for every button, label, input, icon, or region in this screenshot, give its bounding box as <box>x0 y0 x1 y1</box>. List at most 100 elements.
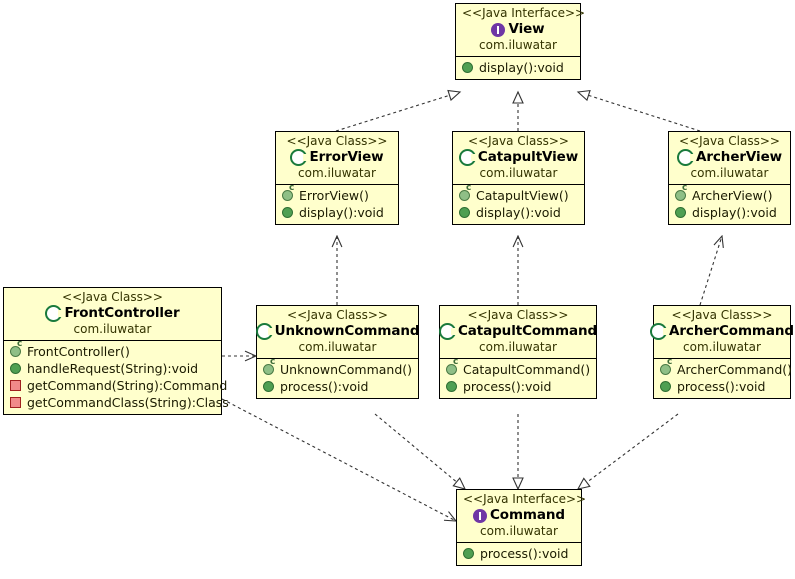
node-catapultcommand-package: com.iluwatar <box>479 340 557 354</box>
node-command[interactable]: <<Java Interface>> Command com.iluwatar … <box>456 489 587 566</box>
node-unknowncommand-members: UnknownCommand() process():void <box>257 358 418 398</box>
public-method-icon <box>446 381 457 392</box>
member-row[interactable]: ErrorView() <box>280 184 394 204</box>
member-row[interactable]: getCommand(String):Command <box>8 377 227 394</box>
node-archercommand-name-row: ArcherCommand <box>650 323 794 340</box>
node-frontcontroller-header: <<Java Class>> FrontController com.iluwa… <box>4 288 221 340</box>
member-label: handleRequest(String):void <box>27 361 199 376</box>
node-unknowncommand-name-row: UnknownCommand <box>255 323 420 340</box>
member-row[interactable]: getCommandClass(String):Class <box>8 394 229 411</box>
member-row[interactable]: CatapultCommand() <box>444 358 592 378</box>
node-errorview-name: ErrorView <box>309 149 384 165</box>
member-row[interactable]: process():void <box>658 378 786 395</box>
class-icon <box>255 323 274 340</box>
node-errorview-stereotype: <<Java Class>> <box>286 134 388 148</box>
node-errorview-header: <<Java Class>> ErrorView com.iluwatar <box>276 132 398 184</box>
class-icon <box>290 149 308 166</box>
edge-errorview-implements-view <box>335 89 462 132</box>
node-view-name: View <box>508 21 545 37</box>
node-errorview-package: com.iluwatar <box>298 166 376 180</box>
constructor-icon <box>263 358 275 375</box>
node-catapultcommand[interactable]: <<Java Class>> CatapultCommand com.iluwa… <box>438 305 597 399</box>
member-label: ErrorView() <box>299 188 369 203</box>
member-row[interactable]: ArcherCommand() <box>658 358 792 378</box>
member-row[interactable]: CatapultView() <box>457 184 580 204</box>
member-row[interactable]: display():void <box>280 204 394 221</box>
class-icon <box>438 323 457 340</box>
member-label: process():void <box>677 379 766 394</box>
node-errorview[interactable]: <<Java Class>> ErrorView com.iluwatar Er… <box>275 131 399 225</box>
member-row[interactable]: process():void <box>444 378 592 395</box>
member-label: FrontController() <box>27 344 130 359</box>
member-row[interactable]: UnknownCommand() <box>261 358 414 378</box>
node-archerview-header: <<Java Class>> ArcherView com.iluwatar <box>669 132 790 184</box>
node-catapultview-name-row: CatapultView <box>458 149 579 166</box>
node-errorview-name-row: ErrorView <box>282 149 392 166</box>
node-catapultview[interactable]: <<Java Class>> CatapultView com.iluwatar… <box>452 131 585 225</box>
member-row[interactable]: process():void <box>461 545 577 562</box>
node-catapultcommand-stereotype: <<Java Class>> <box>467 308 569 322</box>
member-label: getCommandClass(String):Class <box>27 395 229 410</box>
edge-unknowncommand-implements-command <box>374 413 467 490</box>
interface-icon <box>491 22 506 37</box>
node-frontcontroller[interactable]: <<Java Class>> FrontController com.iluwa… <box>3 287 229 415</box>
member-row[interactable]: display():void <box>460 59 576 76</box>
private-method-icon <box>10 397 21 408</box>
public-method-icon <box>660 381 671 392</box>
member-label: UnknownCommand() <box>280 362 413 377</box>
member-row[interactable]: display():void <box>673 204 786 221</box>
constructor-icon <box>459 184 471 201</box>
node-archercommand-stereotype: <<Java Class>> <box>671 308 773 322</box>
node-catapultview-package: com.iluwatar <box>479 166 558 180</box>
public-method-icon <box>463 548 474 559</box>
member-row[interactable]: ArcherView() <box>673 184 786 204</box>
node-view-stereotype: <<Java Interface>> <box>462 6 586 20</box>
node-archerview[interactable]: <<Java Class>> ArcherView com.iluwatar A… <box>668 131 791 225</box>
member-row[interactable]: display():void <box>457 204 580 221</box>
constructor-icon <box>660 358 672 375</box>
node-catapultview-stereotype: <<Java Class>> <box>468 134 569 148</box>
node-catapultcommand-name-row: CatapultCommand <box>438 323 597 340</box>
member-label: display():void <box>692 205 777 220</box>
member-row[interactable]: process():void <box>261 378 414 395</box>
node-view-header: <<Java Interface>> View com.iluwatar <box>456 4 586 56</box>
member-label: display():void <box>476 205 561 220</box>
node-archercommand-members: ArcherCommand() process():void <box>654 358 792 398</box>
member-row[interactable]: FrontController() <box>8 340 217 360</box>
node-command-stereotype: <<Java Interface>> <box>463 492 587 506</box>
node-view-package: com.iluwatar <box>479 38 557 52</box>
node-unknowncommand-name: UnknownCommand <box>274 323 420 339</box>
node-catapultview-name: CatapultView <box>477 149 579 165</box>
node-frontcontroller-members: FrontController() handleRequest(String):… <box>4 340 229 414</box>
node-archercommand-package: com.iluwatar <box>683 340 761 354</box>
edge-archercommand-depends-archerview <box>699 236 722 306</box>
node-catapultcommand-members: CatapultCommand() process():void <box>440 358 596 398</box>
constructor-icon <box>10 340 22 357</box>
node-archerview-name: ArcherView <box>696 149 782 165</box>
node-archercommand-header: <<Java Class>> ArcherCommand com.iluwata… <box>650 306 794 358</box>
constructor-icon <box>446 358 458 375</box>
node-frontcontroller-package: com.iluwatar <box>73 322 152 336</box>
node-view[interactable]: <<Java Interface>> View com.iluwatar dis… <box>455 3 586 80</box>
member-row[interactable]: handleRequest(String):void <box>8 360 217 377</box>
node-frontcontroller-name-row: FrontController <box>10 305 215 322</box>
public-method-icon <box>10 363 21 374</box>
public-method-icon <box>462 62 473 73</box>
node-command-header: <<Java Interface>> Command com.iluwatar <box>457 490 587 542</box>
node-unknowncommand[interactable]: <<Java Class>> UnknownCommand com.iluwat… <box>255 305 420 399</box>
member-label: ArcherCommand() <box>677 362 793 377</box>
node-view-name-row: View <box>462 21 574 38</box>
class-icon <box>650 323 668 340</box>
node-command-name: Command <box>489 507 565 523</box>
node-errorview-members: ErrorView() display():void <box>276 184 398 224</box>
node-archerview-members: ArcherView() display():void <box>669 184 790 224</box>
class-icon <box>677 149 695 166</box>
node-archercommand[interactable]: <<Java Class>> ArcherCommand com.iluwata… <box>650 305 794 399</box>
member-label: display():void <box>299 205 384 220</box>
member-label: process():void <box>480 546 569 561</box>
node-unknowncommand-package: com.iluwatar <box>298 340 377 354</box>
member-label: getCommand(String):Command <box>27 378 228 393</box>
node-command-name-row: Command <box>463 507 575 524</box>
public-method-icon <box>263 381 274 392</box>
node-archerview-name-row: ArcherView <box>675 149 784 166</box>
